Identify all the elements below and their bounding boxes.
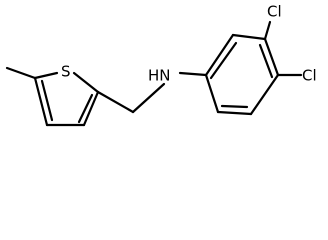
aryl-bond-4: [249, 73, 280, 116]
bond-n-aryl: [178, 71, 208, 77]
bond-c-cl-top: [263, 20, 272, 41]
aryl-bond-2: [231, 33, 267, 41]
amine-label: HN: [148, 67, 171, 85]
molecule-diagram: S HN Cl Cl: [5, 3, 317, 127]
aryl-bond-5: [216, 110, 253, 116]
aryl-double-inner-2: [258, 43, 274, 79]
aryl-bond-6: [204, 73, 220, 114]
aryl-bond-1: [204, 33, 235, 77]
bond-c4-c5: [33, 76, 49, 127]
bond-methyl-c5: [5, 66, 37, 80]
aryl-double-inner-1: [209, 41, 238, 80]
bond-c2-ch2: [96, 90, 135, 114]
bond-c2-c3: [82, 90, 100, 127]
sulfur-label: S: [61, 63, 71, 81]
double-bond-c2-c3-inner: [77, 93, 94, 124]
bond-c5-s: [33, 71, 59, 80]
bond-ch2-n: [131, 82, 166, 114]
chlorine-right-label: Cl: [302, 67, 317, 85]
aryl-double-inner-3: [220, 104, 249, 109]
bond-s-c2: [72, 71, 100, 94]
structure-canvas: S HN Cl Cl: [5, 2, 317, 127]
double-bond-c4-c5-inner: [40, 79, 54, 122]
chlorine-top-label: Cl: [267, 3, 282, 21]
aryl-bond-3: [263, 37, 280, 77]
